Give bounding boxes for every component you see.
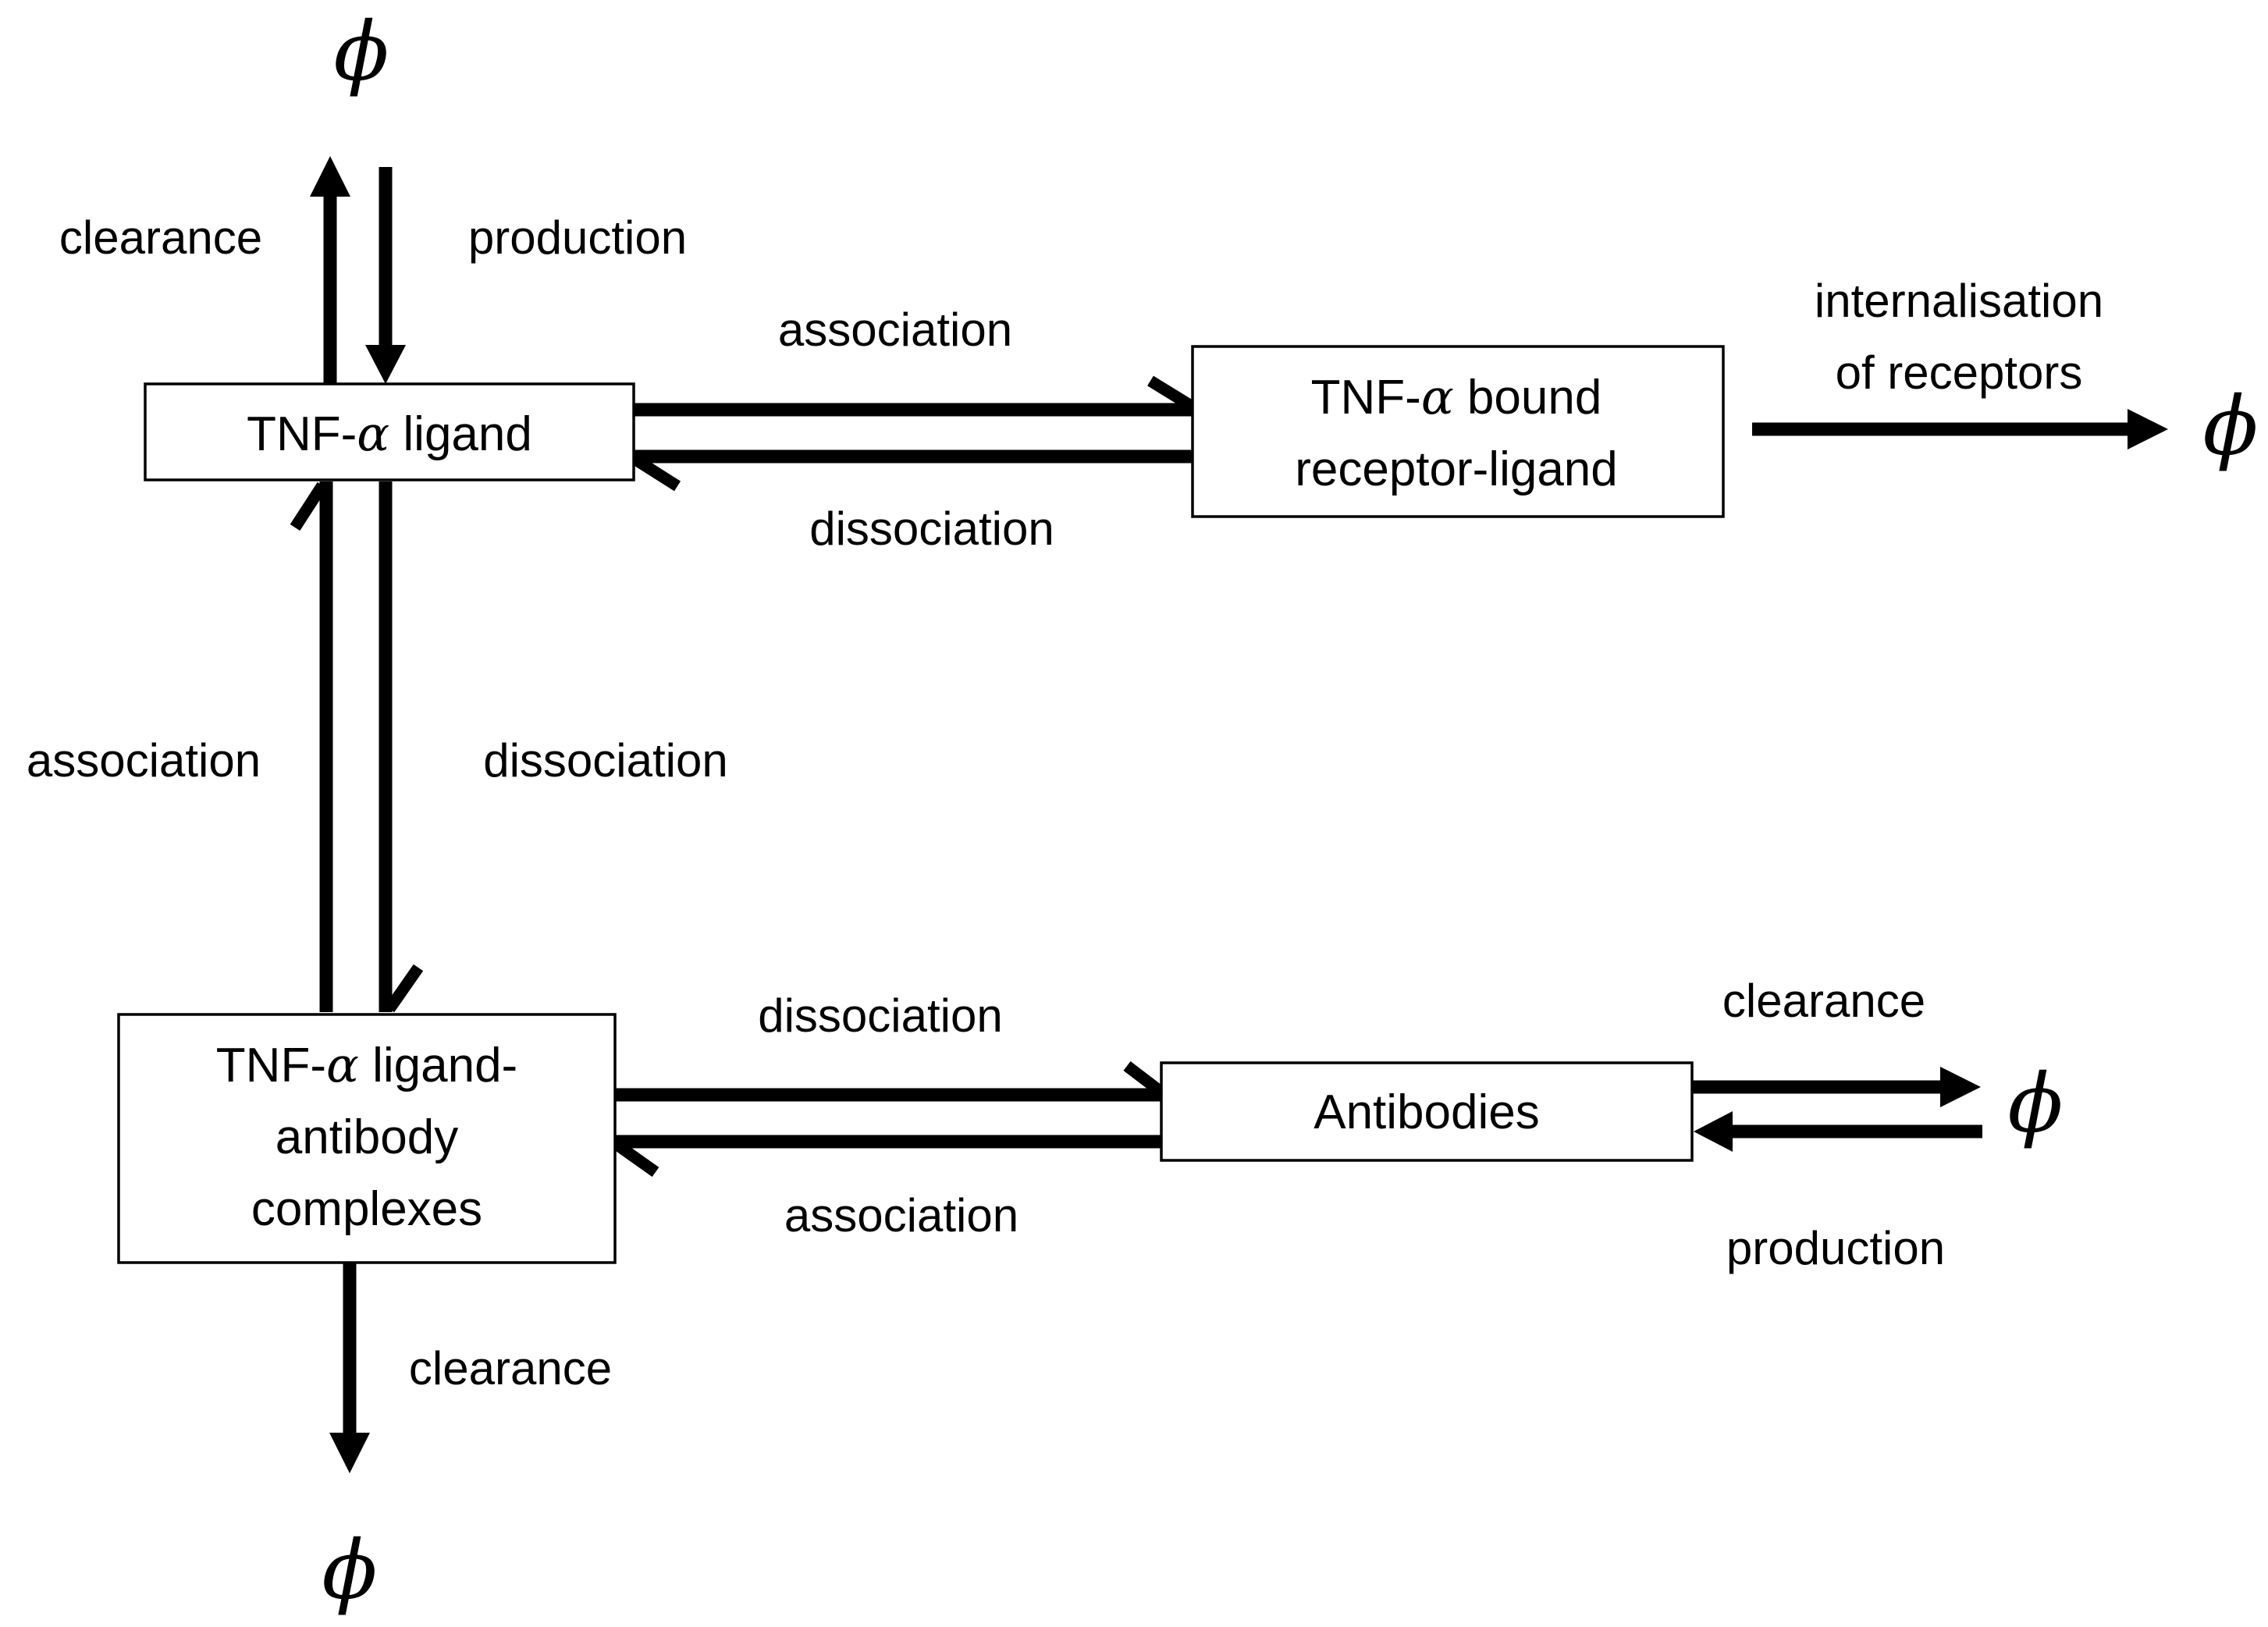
sink-symbol-top: ϕ (334, 4, 389, 99)
label-internalisation-line1: internalisation (1815, 275, 2103, 327)
node-complex-line3: complexes (251, 1182, 482, 1236)
complex-antibody-dissociation-arrow (615, 1061, 1164, 1102)
complex-ligand-association-arrow (290, 481, 333, 1012)
internalisation-arrow (1752, 409, 2168, 449)
node-antibodies-label: Antibodies (1314, 1085, 1540, 1139)
node-ligand-antibody-complexes: TNF-α ligand- antibody complexes (117, 1013, 617, 1264)
label-ligand-production: production (468, 211, 687, 264)
node-complex-line1: TNF-α ligand- (216, 1036, 517, 1093)
node-tnf-ligand-label: TNF-α ligand (247, 405, 532, 462)
sink-symbol-bottom: ϕ (322, 1522, 378, 1618)
node-bound-line2: receptor-ligand (1295, 442, 1618, 496)
sink-symbol-right: ϕ (2203, 378, 2259, 474)
antibody-clearance-arrow (1692, 1067, 1981, 1107)
label-ligand-bound-association: association (778, 304, 1012, 356)
node-bound-line1: TNF-α bound (1311, 368, 1602, 425)
antibody-production-arrow (1694, 1111, 1982, 1152)
node-antibodies: Antibodies (1160, 1061, 1694, 1162)
label-ligand-complex-dissociation: dissociation (483, 734, 728, 787)
label-antibody-clearance: clearance (1722, 975, 1925, 1027)
ligand-bound-association-arrow (634, 375, 1194, 417)
node-complex-line2: antibody (276, 1110, 458, 1164)
bound-ligand-dissociation-arrow (633, 449, 1193, 492)
label-antibody-production: production (1726, 1222, 1945, 1274)
sink-symbol-antibody: ϕ (2008, 1056, 2064, 1151)
antibody-complex-association-arrow (614, 1135, 1161, 1178)
label-internalisation-line2: of receptors (1836, 346, 2083, 399)
node-tnf-ligand: TNF-α ligand (144, 382, 635, 481)
label-complex-clearance: clearance (409, 1342, 612, 1394)
node-bound-receptor-ligand: TNF-α bound receptor-ligand (1191, 345, 1725, 518)
complex-clearance-arrow (329, 1262, 370, 1473)
label-complex-antibody-dissociation: dissociation (758, 989, 1003, 1042)
label-antibody-complex-association: association (784, 1189, 1018, 1242)
ligand-clearance-arrow (310, 156, 350, 384)
ligand-production-arrow (365, 167, 406, 384)
label-bound-ligand-dissociation: dissociation (809, 503, 1054, 555)
label-ligand-clearance: clearance (59, 211, 262, 264)
ligand-complex-dissociation-arrow (379, 481, 424, 1013)
label-complex-ligand-association: association (27, 734, 261, 787)
